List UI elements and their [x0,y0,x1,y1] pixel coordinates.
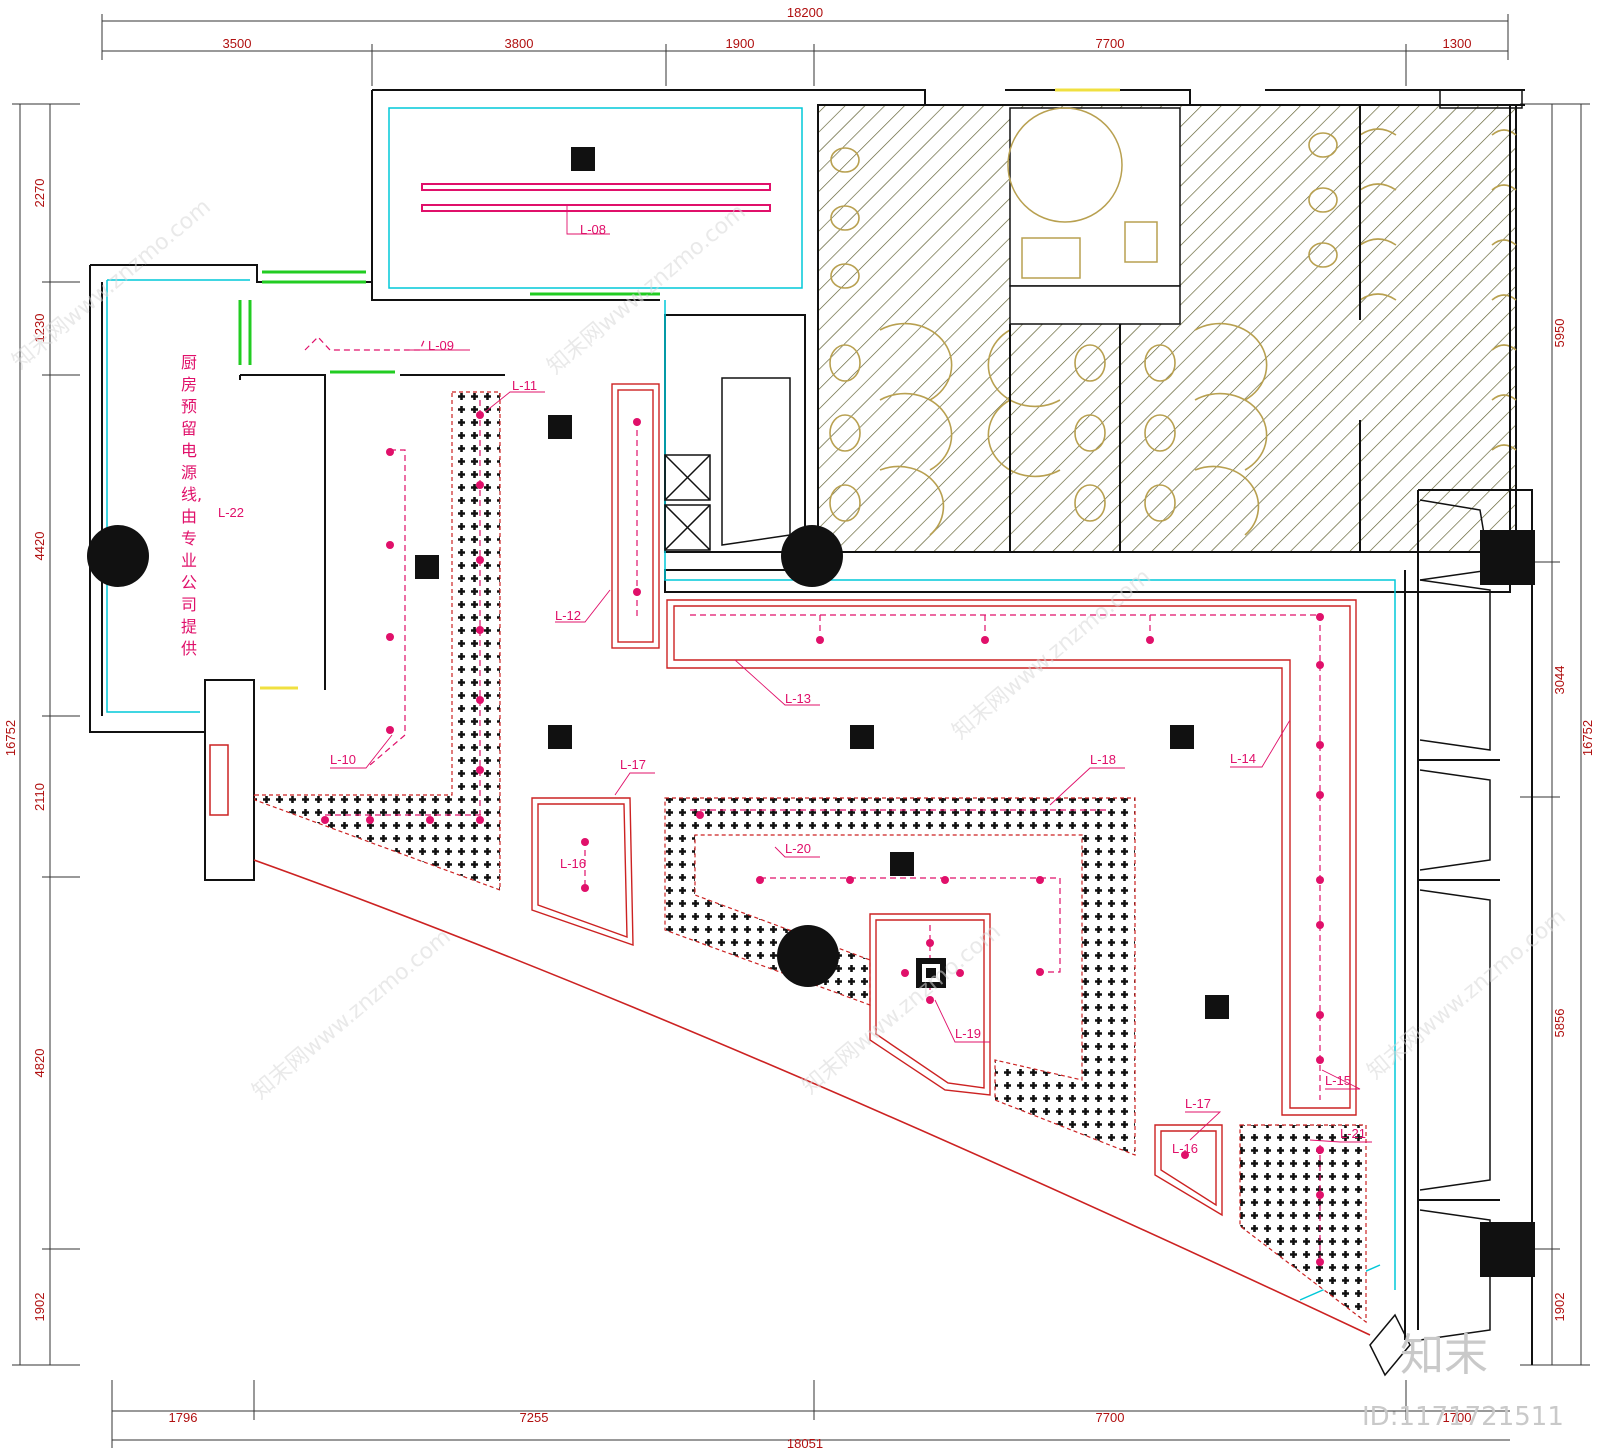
label-l22: L-22 [218,505,244,520]
dimension-left: 16752 2270 1230 4420 2110 4820 1902 [3,103,80,1366]
label-l21: L-21 [1340,1126,1366,1141]
label-l14: L-14 [1230,751,1256,766]
label-l12: L-12 [555,608,581,623]
dim-top-2: 3800 [505,36,534,51]
round-columns [87,525,843,987]
svg-text:业: 业 [181,551,197,570]
right-wall-niches [1419,499,1491,1341]
svg-text:供: 供 [181,639,197,658]
svg-text:由: 由 [181,507,197,526]
svg-text:预: 预 [181,397,197,416]
dim-right-total: 16752 [1580,720,1595,756]
label-l13: L-13 [785,691,811,706]
svg-text:司: 司 [181,595,197,614]
equipment [209,89,1523,1377]
downlight-points [321,411,1324,1266]
watermark-id: ID:1171721511 [1362,1402,1564,1432]
dim-bottom-4: 1700 [1443,1410,1472,1425]
dim-left-5: 4820 [32,1049,47,1078]
dim-top-5: 1300 [1443,36,1472,51]
curved-facade [253,794,1371,1336]
label-l17a: L-17 [620,757,646,772]
dim-left-total: 16752 [3,720,18,756]
svg-text:知末网www.znzmo.com: 知末网www.znzmo.com [8,194,216,374]
dim-top-1: 3500 [223,36,252,51]
dimension-bottom: 1796 7255 7700 1700 18051 [111,1380,1510,1451]
svg-text:提: 提 [181,617,197,636]
dim-bottom-3: 7700 [1096,1410,1125,1425]
door-openings [238,88,1120,690]
dim-top-3: 1900 [726,36,755,51]
label-l10: L-10 [330,752,356,767]
label-l09: L-09 [428,338,454,353]
svg-text:知末网www.znzmo.com: 知末网www.znzmo.com [543,199,751,379]
dim-right-4: 1902 [1552,1293,1567,1322]
dim-left-3: 4420 [32,532,47,561]
svg-text:电: 电 [181,441,197,460]
restroom-zone [817,104,1517,553]
label-leaders [330,205,1372,1143]
label-l08: L-08 [580,222,606,237]
svg-text:专: 专 [181,529,197,548]
label-l16a: L-16 [560,856,586,871]
dim-left-6: 1902 [32,1293,47,1322]
watermark-brand: 知末 [1400,1330,1488,1381]
svg-text:源: 源 [181,463,197,482]
dim-bottom-1: 1796 [169,1410,198,1425]
label-l18: L-18 [1090,752,1116,767]
dimension-top: 18200 3500 3800 1900 7700 1300 [101,5,1509,86]
label-l15: L-15 [1325,1073,1351,1088]
led-strips [421,183,771,212]
dim-left-1: 2270 [32,179,47,208]
center-pendant-fixture [916,958,946,988]
svg-text:厨: 厨 [181,353,197,372]
circuit-labels: L-08 L-09 L-10 L-11 L-12 L-13 L-14 L-15 … [218,222,1366,1156]
light-troughs [531,383,1357,1217]
square-fixtures [415,147,1535,1277]
kitchen-power-note: 厨 房 预 留 电 源 线, 由 专 业 公 司 提 供 [181,353,202,658]
dim-bottom-2: 7255 [520,1410,549,1425]
dim-top-4: 7700 [1096,36,1125,51]
label-l16b: L-16 [1172,1141,1198,1156]
toilet-fixtures [829,128,1517,536]
dim-right-1: 5950 [1552,319,1567,348]
svg-text:公: 公 [181,573,197,592]
dim-top-total: 18200 [787,5,823,20]
label-l19: L-19 [955,1026,981,1041]
svg-text:知末网www.znzmo.com: 知末网www.znzmo.com [248,924,456,1104]
label-l11: L-11 [512,378,537,393]
dim-left-2: 1230 [32,314,47,343]
label-l20: L-20 [785,841,811,856]
svg-text:房: 房 [181,375,197,394]
walls [89,89,1533,1365]
dim-right-3: 5856 [1552,1009,1567,1038]
svg-text:线,: 线, [181,485,202,504]
label-l17b: L-17 [1185,1096,1211,1111]
dim-bottom-total: 18051 [787,1436,823,1451]
dimension-right: 16752 5950 3044 5856 1902 [1520,103,1595,1366]
dim-right-2: 3044 [1552,666,1567,695]
dim-left-4: 2110 [32,783,47,811]
svg-text:留: 留 [181,419,197,438]
svg-text:知末网www.znzmo.com: 知末网www.znzmo.com [1363,904,1571,1084]
